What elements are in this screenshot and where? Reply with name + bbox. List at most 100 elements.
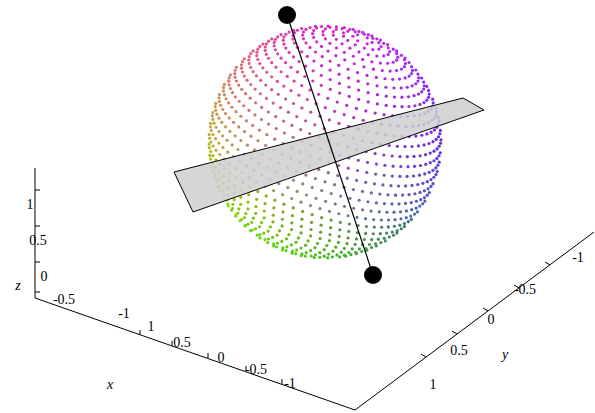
sphere-point <box>432 101 435 104</box>
sphere-point <box>355 107 358 110</box>
sphere-point <box>390 202 393 205</box>
sphere-point <box>435 147 438 150</box>
sphere-point <box>211 111 214 114</box>
sphere-point <box>367 33 370 36</box>
sphere-point <box>231 207 234 210</box>
sphere-point <box>355 216 358 219</box>
sphere-point <box>338 235 341 238</box>
sphere-point <box>410 201 413 204</box>
sphere-point <box>295 248 298 251</box>
tick-label: -1 <box>572 251 584 265</box>
sphere-point <box>398 175 401 178</box>
sphere-point <box>239 203 242 206</box>
sphere-point <box>272 206 275 209</box>
sphere-point <box>209 122 212 125</box>
sphere-point <box>375 76 378 79</box>
sphere-point <box>373 182 376 185</box>
sphere-point <box>395 52 398 55</box>
sphere-point <box>379 61 382 64</box>
sphere-point <box>294 252 297 255</box>
sphere-point <box>327 171 330 174</box>
sphere-point <box>275 245 278 248</box>
sphere-point <box>310 221 313 224</box>
sphere-point <box>297 94 300 97</box>
sphere-point <box>236 148 239 151</box>
sphere-point <box>266 241 269 244</box>
sphere-point <box>411 84 414 87</box>
sphere-point <box>279 33 282 36</box>
sphere-point <box>300 84 303 87</box>
sphere-point <box>255 74 258 77</box>
sphere-point <box>348 95 351 98</box>
pole-dot <box>364 266 382 284</box>
sphere-point <box>347 167 350 170</box>
sphere-point <box>431 169 434 172</box>
sphere-point <box>210 129 213 132</box>
sphere-point <box>357 80 360 83</box>
sphere-point <box>400 54 403 57</box>
sphere-point <box>323 255 326 258</box>
sphere-point <box>241 60 244 63</box>
sphere-point <box>313 123 316 126</box>
sphere-point <box>370 246 373 249</box>
sphere-point <box>342 35 345 38</box>
sphere-point <box>290 124 293 127</box>
sphere-point <box>315 40 318 43</box>
sphere-point <box>316 242 319 245</box>
sphere-point <box>299 201 302 204</box>
sphere-point <box>311 32 314 35</box>
sphere-point <box>333 183 336 186</box>
sphere-point <box>416 79 419 82</box>
sphere-point <box>320 84 323 87</box>
sphere-point <box>220 121 223 124</box>
sphere-point <box>370 41 373 44</box>
sphere-point <box>335 46 338 49</box>
sphere-point <box>226 150 229 153</box>
sphere-point <box>314 197 317 200</box>
tick-label: -1 <box>118 307 130 321</box>
sphere-point <box>217 141 220 144</box>
sphere-point <box>234 95 237 98</box>
sphere-point <box>398 224 401 227</box>
sphere-point <box>221 108 224 111</box>
sphere-point <box>413 165 416 168</box>
sphere-point <box>393 95 396 98</box>
sphere-point <box>418 191 421 194</box>
sphere-point <box>246 207 249 210</box>
sphere-point <box>377 48 380 51</box>
sphere-point <box>309 249 312 252</box>
sphere-point <box>259 79 262 82</box>
sphere-point <box>289 89 292 92</box>
sphere-point <box>254 205 257 208</box>
sphere-point <box>372 218 375 221</box>
sphere-point <box>246 144 249 147</box>
sphere-point <box>393 105 396 108</box>
sphere-point <box>388 235 391 238</box>
sphere-point <box>328 42 331 45</box>
sphere-point <box>439 129 442 132</box>
sphere-point <box>321 33 324 36</box>
sphere-point <box>258 45 261 48</box>
sphere-point <box>347 230 350 233</box>
sphere-point <box>334 202 337 205</box>
x-axis <box>35 298 355 410</box>
sphere-point <box>361 208 364 211</box>
sphere-point <box>357 30 360 33</box>
sphere-point <box>249 52 252 55</box>
sphere-point <box>396 145 399 148</box>
sphere-point <box>215 126 218 129</box>
sphere-point <box>304 244 307 247</box>
sphere-point <box>338 82 341 85</box>
sphere-point <box>314 50 317 53</box>
sphere-point <box>410 218 413 221</box>
sphere-point <box>391 154 394 157</box>
sphere-point <box>271 220 274 223</box>
sphere-point <box>296 70 299 73</box>
sphere-point <box>413 104 416 107</box>
sphere-point <box>254 227 257 230</box>
sphere-point <box>249 97 252 100</box>
sphere-point <box>272 101 275 104</box>
sphere-point <box>245 119 248 122</box>
sphere-point <box>427 89 430 92</box>
sphere-point <box>429 161 432 164</box>
